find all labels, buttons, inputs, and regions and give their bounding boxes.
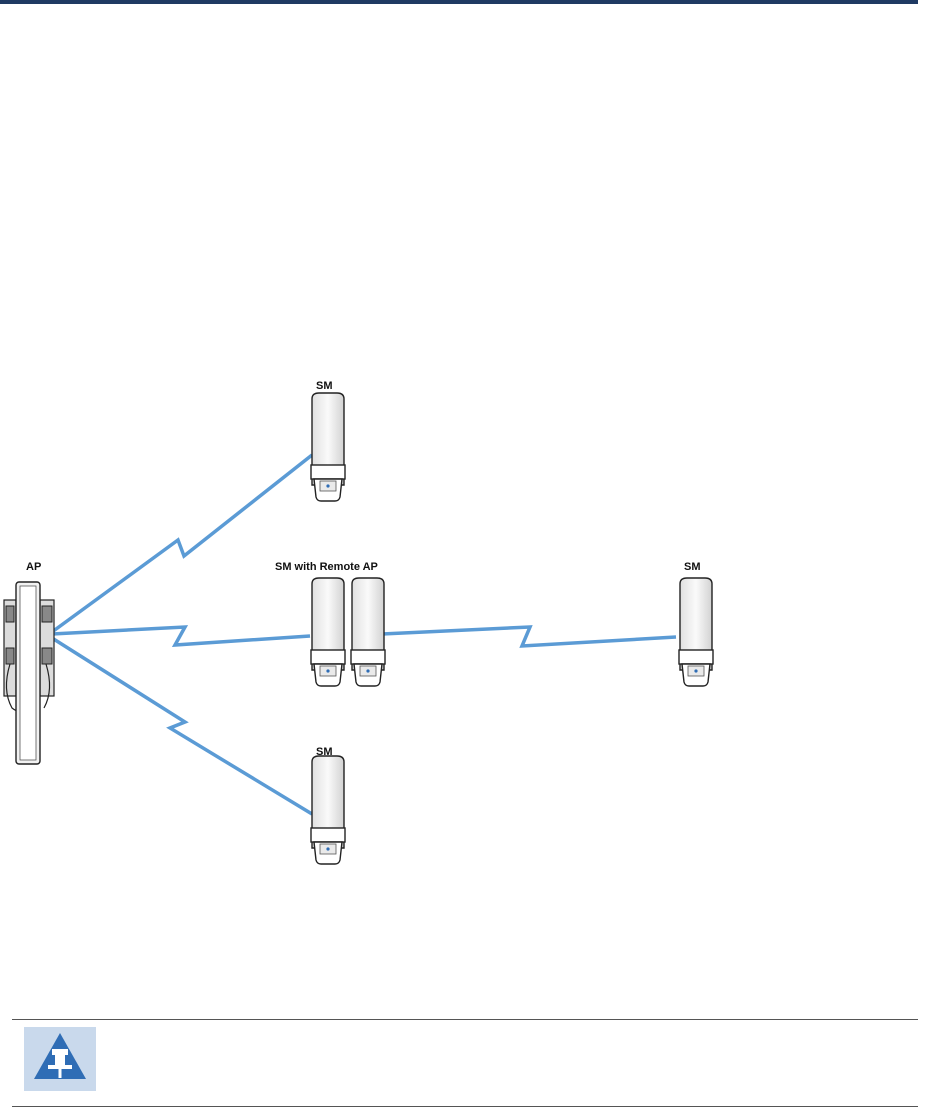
note-top-rule — [12, 1019, 918, 1020]
sm-top-label: SM — [316, 380, 333, 392]
sm-remote-label: SM with Remote AP — [275, 561, 378, 573]
link-ap-sm-top — [52, 455, 312, 632]
link-ap-sm-remote — [52, 627, 310, 645]
pin-icon — [24, 1027, 96, 1091]
link-remote-ap-sm-right — [382, 627, 676, 646]
note-icon-box — [24, 1027, 96, 1091]
sm-bottom-label: SM — [316, 746, 333, 758]
sm-remote-device — [311, 578, 345, 686]
sm-bottom-device — [311, 756, 345, 864]
link-ap-sm-bottom — [52, 638, 312, 814]
sm-top-device — [311, 393, 345, 501]
remote-ap-device — [351, 578, 385, 686]
sm-right-device — [679, 578, 713, 686]
ap-device — [4, 582, 54, 764]
sm-right-label: SM — [684, 561, 701, 573]
note-bottom-rule — [12, 1106, 918, 1107]
ap-label: AP — [26, 561, 41, 573]
